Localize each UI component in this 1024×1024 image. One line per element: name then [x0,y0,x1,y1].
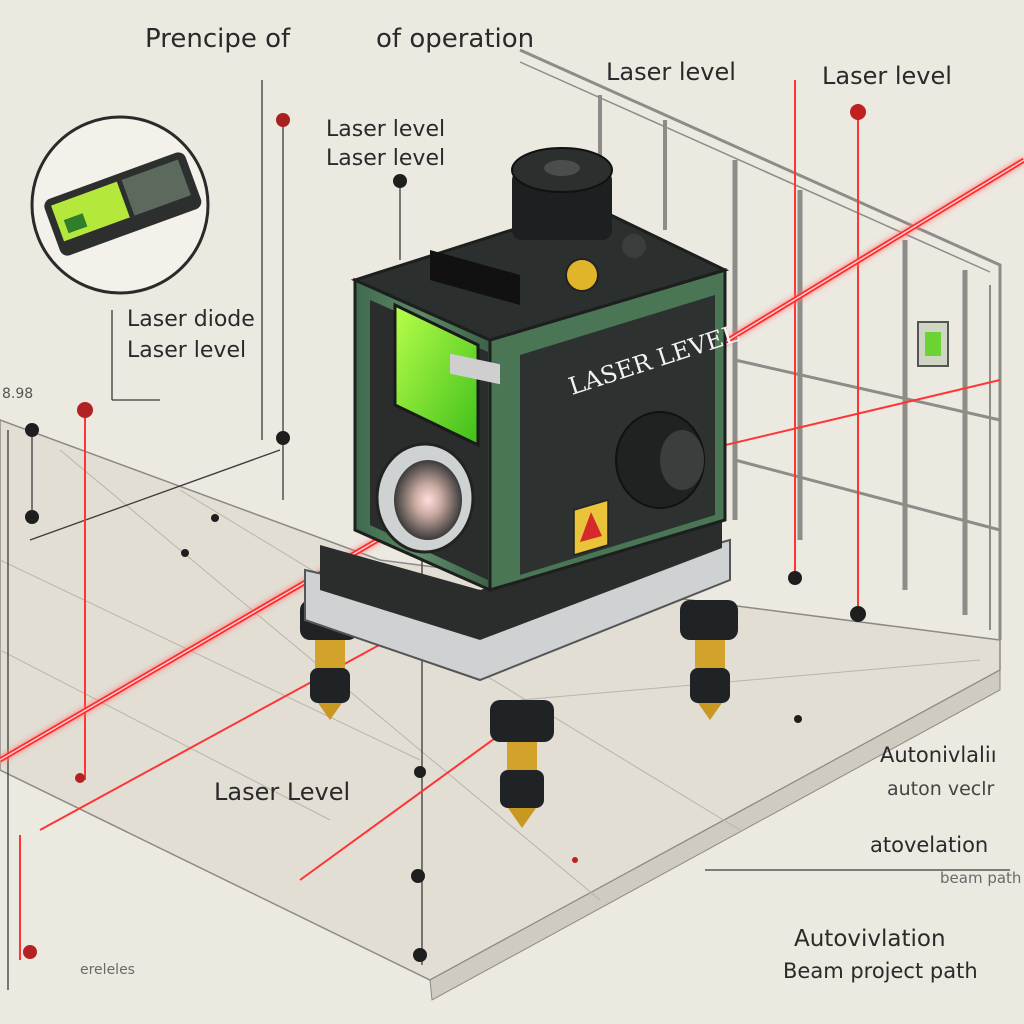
label-diode-a: Laser diode [127,307,255,332]
lens-icon [375,442,475,554]
label-bottom-center: Laser Level [214,778,350,806]
label-top-right: Laser level [822,62,952,90]
label-mid-b: Laser level [326,146,445,171]
label-atovelation: atovelation [870,833,988,857]
label-autolevel-b: auton veclr [887,778,994,800]
label-mid-a: Laser level [326,117,445,142]
label-beam-path-small: beam path [940,869,1021,887]
marker-dots [23,104,866,962]
label-diode-b: Laser level [127,338,246,363]
bubble-vial-icon [917,321,949,367]
label-autolevel-a: Autonivlaliı [880,743,997,767]
diagram-title-suffix: of operation [376,24,534,54]
wall-frame [519,48,1002,640]
label-bottom-left-small: ereleles [80,962,135,978]
label-beam-project-path: Beam project path [783,959,978,983]
label-autovivlation: Autovivlation [794,926,946,952]
diagram-title: Prencipe of [145,24,291,54]
label-left-small: 8.98 [2,386,33,402]
laser-level-device [300,147,738,828]
knob-icon [511,147,613,240]
inset-detail [30,115,210,295]
display-icon [393,302,480,448]
label-top-center: Laser level [606,58,736,86]
leader-lines [7,80,1010,990]
warning-icon [573,498,609,557]
